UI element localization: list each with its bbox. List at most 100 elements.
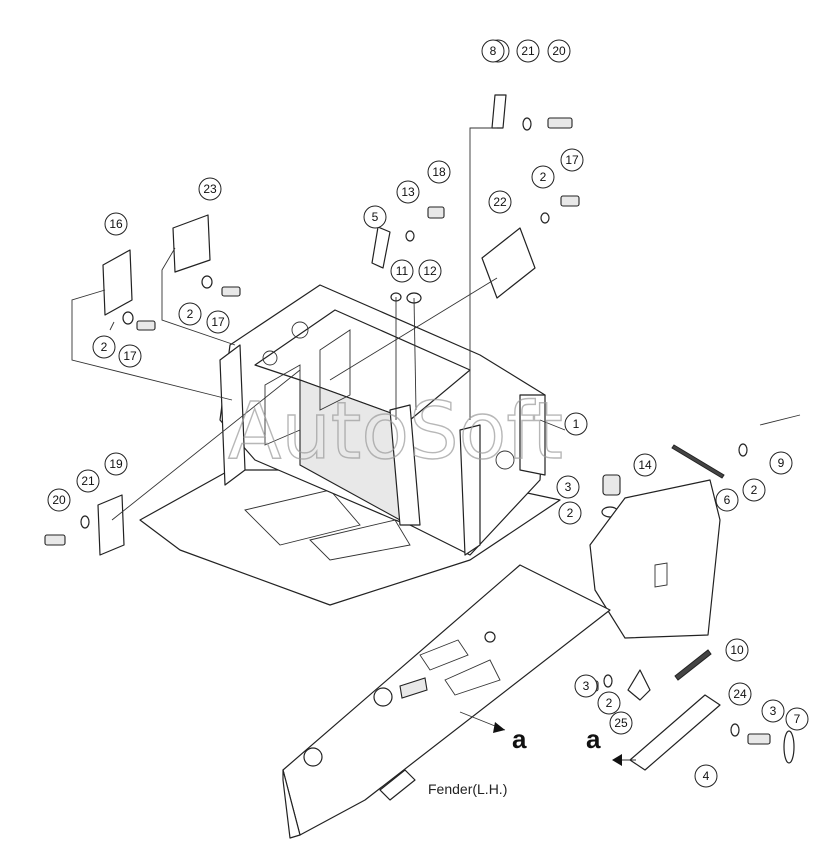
callout-2: 2 (742, 478, 766, 502)
callout-circle (574, 674, 598, 698)
view-label-a-right: a (512, 724, 527, 754)
callout-circle (516, 39, 540, 63)
callout-9: 9 (769, 451, 793, 475)
callout-circle (118, 344, 142, 368)
callout-number: 20 (52, 493, 66, 507)
callout-14: 14 (633, 453, 657, 477)
callout-2: 2 (178, 302, 202, 326)
callout-circle (47, 488, 71, 512)
mat-cutout (244, 489, 361, 546)
callout-19: 19 (104, 452, 128, 476)
callout-3: 3 (556, 475, 580, 499)
callout-20: 20 (547, 39, 571, 63)
callout-number: 16 (109, 217, 123, 231)
callout-number: 24 (733, 687, 747, 701)
callout-number: 8 (490, 44, 497, 58)
callout-circle (76, 469, 100, 493)
callout-circle (418, 259, 442, 283)
callout-circle (198, 177, 222, 201)
cover-plate-19 (97, 494, 125, 556)
callout-17: 17 (206, 310, 230, 334)
callout-circle (363, 205, 387, 229)
callout-circle (547, 39, 571, 63)
clip-25 (627, 669, 651, 701)
callout-circle (427, 160, 451, 184)
callout-circle (715, 488, 739, 512)
callout-7: 7 (785, 707, 809, 731)
callout-number: 2 (187, 307, 194, 321)
callout-number: 25 (614, 716, 628, 730)
callout-number: 12 (423, 264, 437, 278)
cover-plate-23 (172, 214, 211, 273)
callout-number: 1 (573, 417, 580, 431)
callout-number: 2 (101, 340, 108, 354)
bolt-3 (747, 733, 771, 745)
callout-10: 10 (725, 638, 749, 662)
callout-circle (178, 302, 202, 326)
bracket-4 (629, 694, 721, 771)
callout-number: 13 (401, 185, 415, 199)
fender-label: Fender(L.H.) (428, 781, 507, 797)
callout-circle (558, 501, 582, 525)
callout-number: 14 (638, 458, 652, 472)
callout-circle (488, 190, 512, 214)
callout-circle (785, 707, 809, 731)
callout-number: 5 (372, 210, 379, 224)
callout-circle (769, 451, 793, 475)
callout-circle (481, 39, 505, 63)
callout-21: 21 (76, 469, 100, 493)
fastener-group (44, 94, 801, 546)
callout-number: 17 (211, 315, 225, 329)
watermark-text: AutoSoft (228, 387, 563, 477)
callout-number: 2 (567, 506, 574, 520)
cover-plate-22 (481, 227, 536, 299)
callout-17: 17 (118, 344, 142, 368)
callout-5: 5 (363, 205, 387, 229)
callout-6: 6 (715, 488, 739, 512)
callout-circle (390, 259, 414, 283)
callout-number: 3 (583, 679, 590, 693)
callout-circle (597, 691, 621, 715)
grommet-7 (783, 730, 795, 764)
callout-circle (104, 212, 128, 236)
callout-circle (694, 764, 718, 788)
callout-24: 24 (728, 682, 752, 706)
callout-number: 10 (730, 643, 744, 657)
callout-18: 18 (427, 160, 451, 184)
callout-number: 3 (565, 480, 572, 494)
callout-number: 20 (552, 44, 566, 58)
callout-circle (104, 452, 128, 476)
callout-2: 2 (531, 165, 555, 189)
callout-3: 3 (761, 699, 785, 723)
cab-frame (219, 284, 546, 556)
callout-number: 19 (109, 457, 123, 471)
callout-11: 11 (390, 259, 414, 283)
callout-21: 21 (516, 39, 540, 63)
callout-number: 7 (794, 712, 801, 726)
callout-number: 3 (770, 704, 777, 718)
callout-circle (564, 412, 588, 436)
callout-circle (206, 310, 230, 334)
callout-circle (396, 180, 420, 204)
callout-25: 25 (609, 711, 633, 735)
mat-cutout (309, 519, 411, 561)
leader-lines (71, 127, 566, 521)
callout-number: 4 (703, 769, 710, 783)
callout-2: 2 (558, 501, 582, 525)
callout-number: 2 (540, 170, 547, 184)
cover-plate-16 (102, 249, 133, 316)
callout-number: 21 (81, 474, 95, 488)
callout-12: 12 (418, 259, 442, 283)
washer-24 (730, 723, 740, 737)
view-label-a-left: a (586, 724, 601, 754)
callout-circle (609, 711, 633, 735)
rod-6 (671, 444, 725, 479)
side-cover-14 (589, 479, 721, 639)
callout-8: 8 (481, 39, 505, 63)
callout-number: 11 (396, 264, 409, 278)
callout-22: 22 (488, 190, 512, 214)
callout-circle (560, 148, 584, 172)
callout-number: 6 (724, 493, 731, 507)
callout-number: 21 (521, 44, 535, 58)
